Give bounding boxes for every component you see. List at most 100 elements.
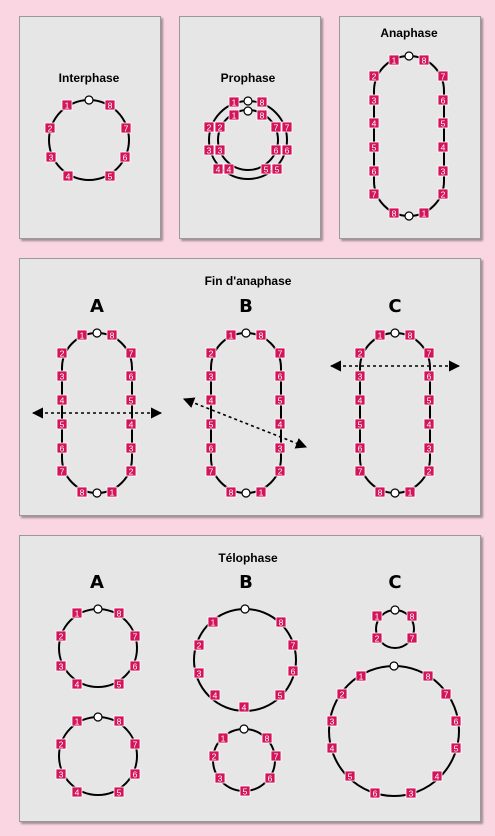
gene-marker: 2: [205, 347, 217, 359]
centromere: [390, 328, 400, 338]
gene-marker: 6: [205, 442, 217, 454]
svg-text:4: 4: [216, 164, 221, 174]
centromere: [240, 604, 250, 614]
svg-text:7: 7: [372, 189, 377, 199]
svg-text:8: 8: [392, 208, 397, 218]
interphase-panel: [19, 16, 161, 239]
gene-marker: 8: [113, 607, 125, 619]
gene-marker: 8: [406, 610, 418, 622]
gene-marker: 7: [270, 750, 282, 762]
chromosome-ring-inner: [217, 109, 279, 171]
gene-marker: 1: [388, 54, 400, 66]
gene-marker: 7: [281, 121, 293, 133]
svg-text:1: 1: [359, 671, 364, 681]
gene-marker: 6: [437, 94, 449, 106]
centromere: [241, 488, 251, 498]
gene-marker: 5: [113, 678, 125, 690]
fin-anaphase-title: Fin d'anaphase: [205, 274, 292, 288]
svg-text:2: 2: [197, 640, 202, 650]
svg-text:5: 5: [264, 164, 269, 174]
svg-text:2: 2: [207, 122, 212, 132]
chromosome-ring: [210, 332, 282, 494]
gene-marker: 2: [56, 347, 68, 359]
svg-text:3: 3: [49, 152, 54, 162]
svg-text:2: 2: [278, 466, 283, 476]
gene-marker: 2: [208, 750, 220, 762]
chromosome-ring: [58, 716, 138, 796]
gene-marker: 6: [450, 715, 462, 727]
svg-text:2: 2: [59, 739, 64, 749]
gene-marker: 8: [261, 732, 273, 744]
gene-marker: 4: [71, 786, 83, 798]
svg-text:3: 3: [60, 371, 65, 381]
svg-text:3: 3: [129, 443, 134, 453]
gene-marker: 5: [113, 786, 125, 798]
centromere: [93, 712, 103, 722]
gene-marker: 4: [437, 141, 449, 153]
svg-text:6: 6: [274, 145, 279, 155]
gene-marker: 7: [437, 70, 449, 82]
svg-text:5: 5: [441, 118, 446, 128]
fin-anaphase-variant-a: A: [90, 296, 104, 317]
gene-marker: 6: [119, 151, 131, 163]
svg-text:4: 4: [435, 771, 440, 781]
gene-marker: 8: [113, 715, 125, 727]
gene-marker: 7: [56, 465, 68, 477]
svg-text:1: 1: [232, 97, 237, 107]
svg-text:3: 3: [218, 145, 223, 155]
svg-text:3: 3: [278, 443, 283, 453]
chromosome-ring: [48, 99, 130, 181]
chromosome-ring: [61, 332, 133, 494]
svg-text:4: 4: [227, 164, 232, 174]
svg-text:8: 8: [260, 97, 265, 107]
gene-marker: 1: [374, 329, 386, 341]
gene-marker: 3: [56, 370, 68, 382]
svg-text:6: 6: [129, 371, 134, 381]
svg-text:7: 7: [444, 689, 449, 699]
gene-marker: 4: [326, 742, 338, 754]
svg-text:3: 3: [358, 371, 363, 381]
svg-text:5: 5: [275, 164, 280, 174]
gene-marker: 1: [255, 486, 267, 498]
centromere: [390, 605, 400, 615]
svg-text:4: 4: [242, 702, 247, 712]
svg-text:1: 1: [110, 487, 115, 497]
svg-text:4: 4: [60, 395, 65, 405]
svg-text:3: 3: [209, 371, 214, 381]
telophase-a-bottom-chromosome: 1 2 3 4 5 6 7 8: [55, 712, 141, 798]
gene-marker: 8: [374, 486, 386, 498]
svg-text:6: 6: [133, 661, 138, 671]
gene-marker: 3: [55, 768, 67, 780]
gene-marker: 8: [255, 329, 267, 341]
centromere: [92, 488, 102, 498]
gene-marker: 4: [71, 678, 83, 690]
gene-marker: 6: [56, 442, 68, 454]
gene-marker: 1: [355, 670, 367, 682]
gene-marker: 3: [368, 94, 380, 106]
gene-marker: 1: [225, 329, 237, 341]
svg-text:7: 7: [358, 466, 363, 476]
svg-text:5: 5: [372, 142, 377, 152]
gene-marker: 1: [207, 616, 219, 628]
centromere: [243, 106, 253, 116]
svg-text:7: 7: [285, 122, 290, 132]
gene-marker: 2: [203, 121, 215, 133]
gene-marker: 1: [76, 329, 88, 341]
svg-text:1: 1: [80, 330, 85, 340]
gene-marker: 5: [368, 141, 380, 153]
gene-marker: 7: [125, 347, 137, 359]
gene-marker: 2: [44, 122, 56, 134]
gene-marker: 1: [228, 96, 240, 108]
svg-text:1: 1: [422, 208, 427, 218]
centromere: [243, 96, 253, 106]
gene-marker: 3: [326, 715, 338, 727]
telophase-variant-b: B: [239, 572, 253, 593]
centromere: [404, 51, 414, 61]
telophase-b-top-chromosome: 1 2 3 4 5 6 7 8 4: [193, 604, 299, 713]
svg-text:2: 2: [59, 631, 64, 641]
svg-text:8: 8: [265, 733, 270, 743]
interphase-title: Interphase: [59, 71, 120, 85]
svg-text:2: 2: [427, 466, 432, 476]
gene-marker: 2: [354, 347, 366, 359]
svg-text:8: 8: [110, 330, 115, 340]
